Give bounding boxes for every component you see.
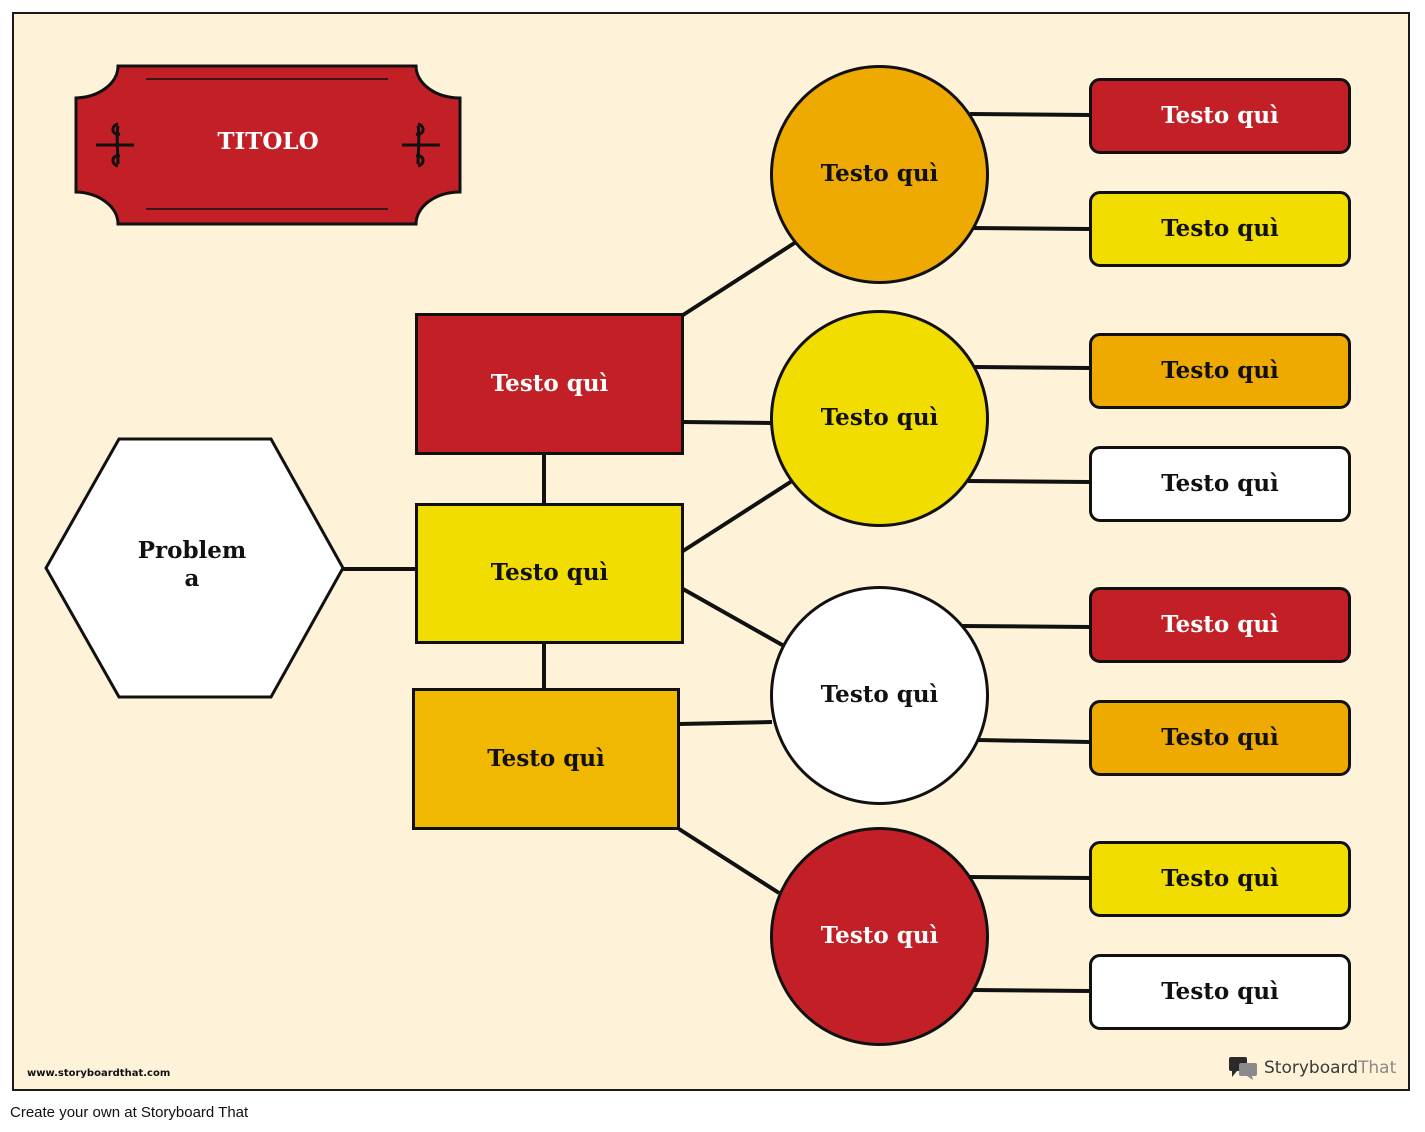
detail-box-7: Testo quì bbox=[1089, 841, 1351, 917]
connector-cause1-detail1 bbox=[969, 112, 1091, 117]
cause-circle-4: Testo quì bbox=[770, 827, 989, 1046]
connector-cat1-cause1 bbox=[681, 240, 798, 317]
detail-label: Testo quì bbox=[1161, 723, 1279, 751]
ornament-left-icon bbox=[96, 122, 134, 168]
detail-label: Testo quì bbox=[1161, 864, 1279, 892]
detail-box-2: Testo quì bbox=[1089, 191, 1351, 267]
detail-label: Testo quì bbox=[1161, 469, 1279, 497]
detail-label: Testo quì bbox=[1161, 214, 1279, 242]
category-label: Testo quì bbox=[490, 369, 609, 397]
problem-hexagon bbox=[44, 437, 345, 699]
ornament-right-icon bbox=[402, 122, 440, 168]
problem-label: Problem a bbox=[137, 537, 247, 592]
detail-label: Testo quì bbox=[1161, 610, 1279, 638]
detail-box-4: Testo quì bbox=[1089, 446, 1351, 522]
website-watermark: www.storyboardthat.com bbox=[27, 1068, 171, 1079]
connector-cause4-detail8 bbox=[971, 988, 1091, 993]
detail-label: Testo quì bbox=[1161, 356, 1279, 384]
cause-circle-2: Testo quì bbox=[770, 310, 989, 527]
cause-circle-1: Testo quì bbox=[770, 65, 989, 284]
connector-cause2-detail3 bbox=[974, 365, 1091, 370]
connector-cat1-cause2 bbox=[682, 420, 773, 425]
connector-cat3-cause4 bbox=[677, 827, 781, 895]
cause-label: Testo quì bbox=[820, 681, 939, 709]
connector-cat3-cause3 bbox=[678, 720, 773, 726]
detail-box-5: Testo quì bbox=[1089, 587, 1351, 663]
category-label: Testo quì bbox=[490, 559, 609, 587]
detail-box-8: Testo quì bbox=[1089, 954, 1351, 1030]
connector-cat2-cause3 bbox=[682, 587, 785, 648]
connector-cat2-cause2 bbox=[681, 479, 794, 553]
footer-link[interactable]: Create your own at Storyboard That bbox=[10, 1104, 249, 1121]
detail-box-6: Testo quì bbox=[1089, 700, 1351, 776]
category-box-2: Testo quì bbox=[415, 503, 684, 644]
connector-cause4-detail7 bbox=[969, 875, 1091, 880]
connector-cause3-detail5 bbox=[961, 624, 1091, 629]
cause-label: Testo quì bbox=[820, 404, 939, 432]
cause-label: Testo quì bbox=[820, 160, 939, 188]
detail-box-1: Testo quì bbox=[1089, 78, 1351, 154]
brand-name-primary: Storyboard bbox=[1264, 1058, 1358, 1078]
connector-cause1-detail2 bbox=[971, 226, 1091, 231]
connector-cause3-detail6 bbox=[977, 738, 1091, 744]
cause-label: Testo quì bbox=[820, 922, 939, 950]
category-box-1: Testo quì bbox=[415, 313, 684, 455]
detail-label: Testo quì bbox=[1161, 977, 1279, 1005]
connector-cause2-detail4 bbox=[967, 479, 1091, 484]
diagram-title: TITOLO bbox=[217, 128, 319, 155]
brand-watermark: StoryboardThat bbox=[1228, 1056, 1396, 1080]
cause-circle-3: Testo quì bbox=[770, 586, 989, 805]
brand-name-secondary: That bbox=[1358, 1058, 1397, 1078]
detail-label: Testo quì bbox=[1161, 101, 1279, 129]
category-label: Testo quì bbox=[487, 744, 605, 772]
speech-bubbles-icon bbox=[1229, 1057, 1257, 1080]
detail-box-3: Testo quì bbox=[1089, 333, 1351, 409]
title-badge bbox=[74, 64, 462, 226]
category-box-3: Testo quì bbox=[412, 688, 680, 830]
